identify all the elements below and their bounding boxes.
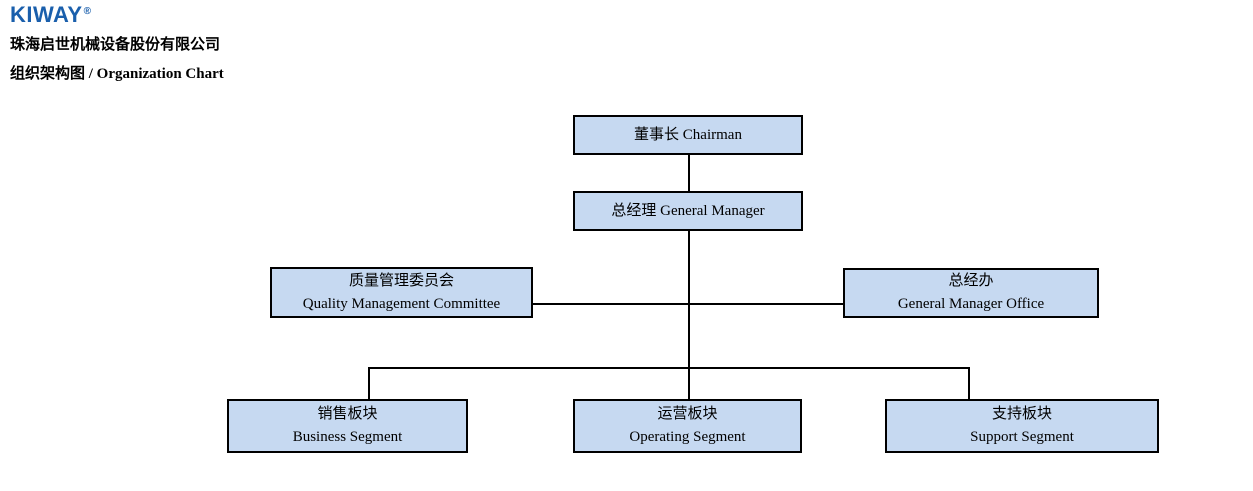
- connector-chairman-to-gm: [688, 155, 690, 191]
- org-node-chairman: 董事长 Chairman: [573, 115, 803, 155]
- org-node-label-cn: 运营板块: [657, 406, 718, 422]
- org-node-business-segment: 销售板块 Business Segment: [227, 399, 468, 453]
- org-node-label: 董事长 Chairman: [634, 126, 742, 143]
- org-node-label: 总经理 General Manager: [611, 202, 765, 219]
- page-title: 组织架构图 / Organization Chart: [10, 66, 224, 82]
- org-node-quality-management-committee: 质量管理委员会 Quality Management Committee: [270, 267, 533, 318]
- org-node-label-en: Business Segment: [292, 429, 403, 445]
- org-node-label-en: Support Segment: [970, 429, 1074, 445]
- org-node-label-cn: 总经办: [948, 273, 994, 289]
- org-node-label-cn: 质量管理委员会: [348, 272, 454, 289]
- org-node-general-manager: 总经理 General Manager: [573, 191, 803, 231]
- logo-text: KIWAY: [10, 2, 83, 27]
- connector-drop-business: [368, 367, 370, 399]
- org-node-support-segment: 支持板块 Support Segment: [885, 399, 1159, 453]
- org-node-label-cn: 销售板块: [317, 406, 378, 422]
- org-node-operating-segment: 运营板块 Operating Segment: [573, 399, 802, 453]
- connector-drop-support: [968, 367, 970, 399]
- org-node-label-cn: 支持板块: [991, 406, 1052, 422]
- org-node-label-en: Quality Management Committee: [302, 295, 501, 312]
- company-name: 珠海启世机械设备股份有限公司: [10, 36, 221, 53]
- company-logo: KIWAY®: [10, 2, 91, 28]
- connector-gm-trunk: [688, 231, 690, 399]
- org-node-label-en: General Manager Office: [897, 296, 1045, 312]
- connector-segments-horizontal: [368, 367, 969, 369]
- org-node-general-manager-office: 总经办 General Manager Office: [843, 268, 1099, 318]
- connector-committee-office-horizontal: [533, 303, 843, 305]
- registered-trademark-mark: ®: [83, 5, 92, 17]
- org-node-label-en: Operating Segment: [629, 429, 746, 445]
